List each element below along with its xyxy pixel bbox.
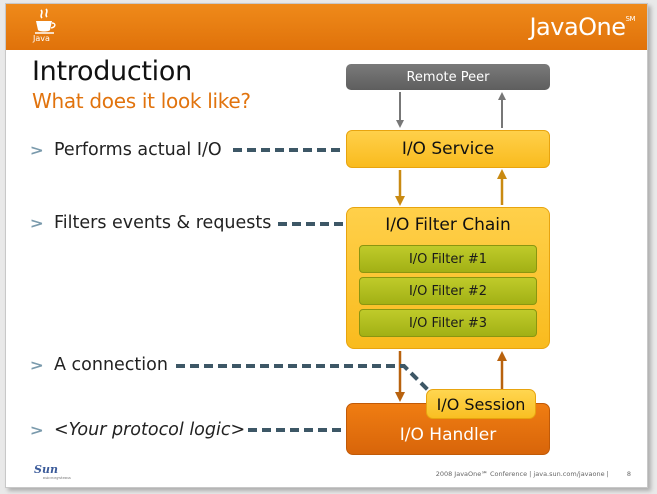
io-service-box: I/O Service bbox=[346, 130, 550, 168]
io-handler-box: I/O Handler bbox=[346, 403, 550, 455]
remote-peer-label: Remote Peer bbox=[406, 69, 490, 85]
bullet-arrow-icon: > bbox=[29, 143, 44, 159]
io-session-label: I/O Session bbox=[436, 394, 526, 414]
bullet-text: A connection bbox=[54, 355, 168, 375]
io-filter-label: I/O Filter #3 bbox=[408, 315, 488, 331]
java-coffee-cup-icon: Java bbox=[32, 8, 58, 44]
io-filter-label: I/O Filter #2 bbox=[408, 283, 488, 299]
io-filter-2: I/O Filter #2 bbox=[359, 277, 537, 305]
io-filter-label: I/O Filter #1 bbox=[408, 251, 488, 267]
io-filter-chain-box: I/O Filter Chain I/O Filter #1 I/O Filte… bbox=[346, 207, 550, 349]
bullet-text: Filters events & requests bbox=[54, 213, 272, 233]
sun-logo-text: Sun bbox=[34, 463, 58, 476]
diagram-connectors bbox=[176, 92, 507, 432]
bullet-text: Performs actual I/O bbox=[54, 140, 222, 160]
io-filter-chain-label: I/O Filter Chain bbox=[385, 215, 511, 235]
bullet-performs-io: > Performs actual I/O bbox=[29, 140, 222, 160]
sun-logo-subtext: microsystems bbox=[43, 475, 71, 480]
remote-peer-box: Remote Peer bbox=[346, 64, 550, 90]
brand-mark: SM bbox=[625, 15, 636, 23]
header-banner: Java JavaOneSM bbox=[6, 4, 647, 50]
bullet-arrow-icon: > bbox=[29, 216, 44, 232]
java-logo-text: Java bbox=[33, 34, 50, 43]
io-session-box: I/O Session bbox=[426, 389, 536, 419]
io-service-label: I/O Service bbox=[401, 139, 495, 159]
javaone-brand: JavaOneSM bbox=[529, 13, 635, 41]
io-handler-label: I/O Handler bbox=[399, 425, 497, 445]
page-number: 8 bbox=[626, 470, 631, 478]
footer-text: 2008 JavaOne℠ Conference | java.sun.com/… bbox=[436, 470, 631, 478]
connector-connection bbox=[176, 364, 434, 396]
footer-conference: 2008 JavaOne℠ Conference | java.sun.com/… bbox=[435, 470, 609, 478]
io-filter-3: I/O Filter #3 bbox=[359, 309, 537, 337]
bullet-arrow-icon: > bbox=[29, 423, 44, 439]
brand-text: JavaOne bbox=[529, 13, 626, 41]
io-filter-1: I/O Filter #1 bbox=[359, 245, 537, 273]
bullet-protocol-logic: > <Your protocol logic> bbox=[29, 420, 246, 440]
bullet-arrow-icon: > bbox=[29, 358, 44, 374]
bullet-connection: > A connection bbox=[29, 355, 168, 375]
bullet-filters: > Filters events & requests bbox=[29, 213, 272, 233]
slide-subtitle: What does it look like? bbox=[32, 89, 251, 113]
slide: Java JavaOneSM Introduction What does it… bbox=[5, 3, 648, 488]
slide-title: Introduction bbox=[32, 56, 192, 87]
bullet-text: <Your protocol logic> bbox=[54, 420, 246, 440]
